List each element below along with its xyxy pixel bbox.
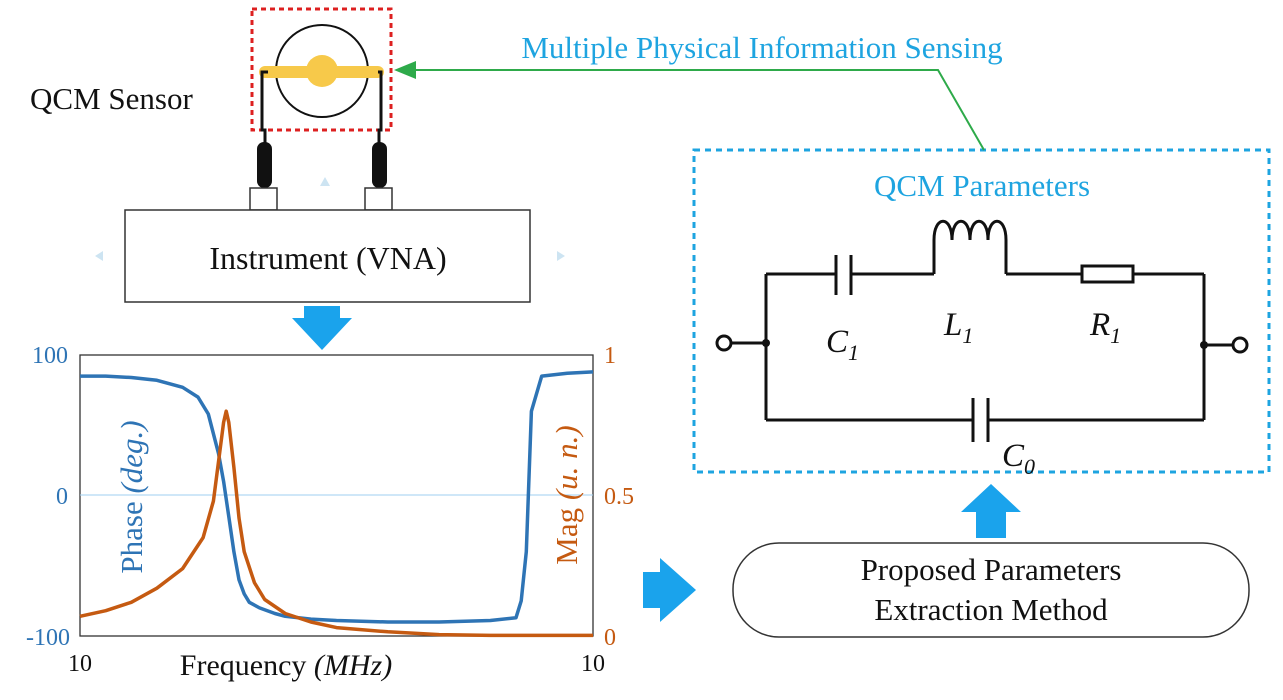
terminal-right: [1231, 336, 1249, 354]
label-c1-sub: 1: [848, 340, 859, 365]
qcm-sensor: QCM Sensor: [30, 7, 565, 261]
phase-series-line: [80, 370, 594, 624]
response-chart: 100 0 -100 1 0.5 0 10 10 Frequency (MHz)…: [26, 343, 634, 682]
method-box: Proposed Parameters Extraction Method: [732, 542, 1250, 638]
parameters-title: QCM Parameters: [874, 168, 1090, 203]
label-c0: C0: [1002, 438, 1035, 479]
sensor-label: QCM Sensor: [30, 81, 193, 116]
right-axis-label-unit: (u. n.): [549, 425, 584, 500]
arrow-right-icon: [643, 558, 696, 622]
label-r1: R1: [1089, 307, 1121, 348]
x-axis-label-text: Frequency: [180, 649, 307, 682]
label-r1-main: R: [1089, 307, 1110, 343]
arrow-down-icon: [292, 306, 352, 350]
connector-left: [249, 187, 278, 211]
label-l1-sub: 1: [962, 323, 973, 348]
faint-marker-right: [557, 251, 565, 261]
circuit-node-left: [762, 339, 770, 347]
probe-right: [372, 142, 387, 188]
method-label-line2: Extraction Method: [874, 592, 1108, 627]
sensor-electrode-dot: [306, 55, 338, 87]
parameters-dashed-box: [692, 148, 1271, 474]
label-c0-main: C: [1002, 438, 1025, 474]
right-tick-label: 1: [604, 343, 616, 369]
arrow-up-icon: [961, 484, 1021, 538]
label-r1-sub: 1: [1110, 323, 1121, 348]
x-tick-label: 10: [581, 651, 605, 677]
instrument-box: Instrument (VNA): [124, 209, 531, 303]
method-pill: [732, 542, 1250, 638]
x-tick-label: 10: [68, 651, 92, 677]
sensor-wire-left: [260, 70, 268, 150]
x-axis-label: Frequency (MHz): [180, 649, 392, 682]
x-axis-label-unit: (MHz): [314, 649, 392, 682]
feedback-connector-line: [412, 69, 985, 151]
label-c0-sub: 0: [1024, 454, 1035, 479]
top-label: Multiple Physical Information Sensing: [521, 30, 1002, 65]
label-l1-main: L: [943, 307, 962, 343]
faint-marker-left: [95, 251, 103, 261]
mag-series-line: [79, 409, 593, 638]
label-l1: L1: [943, 307, 973, 348]
right-axis-label-text: Mag: [549, 508, 584, 565]
connector-right: [364, 187, 393, 211]
instrument-rect: [124, 209, 531, 303]
left-axis-label-text: Phase: [114, 501, 149, 573]
left-tick-label: 100: [32, 343, 68, 369]
left-tick-label: 0: [56, 484, 68, 510]
equivalent-circuit: [729, 219, 1232, 442]
instrument-label: Instrument (VNA): [209, 240, 446, 276]
probe-left: [257, 142, 272, 188]
label-c1: C1: [826, 324, 859, 365]
feedback-arrowhead-icon: [394, 61, 416, 79]
right-axis-label: Mag (u. n.): [549, 425, 584, 564]
right-tick-label: 0.5: [604, 484, 634, 510]
sensor-wire-right: [377, 70, 383, 150]
terminal-left: [715, 334, 733, 352]
left-axis-label: Phase (deg.): [114, 420, 149, 573]
method-label-line1: Proposed Parameters: [861, 552, 1122, 587]
qcm-parameters-panel: QCM Parameters C1 L1: [692, 148, 1271, 479]
circuit-node-right: [1200, 341, 1208, 349]
left-axis-label-unit: (deg.): [114, 420, 149, 493]
label-c1-main: C: [826, 324, 849, 360]
right-tick-label: 0: [604, 625, 616, 651]
sensor-highlight-box: [250, 7, 393, 132]
series-layer: [79, 370, 594, 638]
faint-marker-up: [320, 177, 330, 186]
left-tick-label: -100: [26, 625, 70, 651]
